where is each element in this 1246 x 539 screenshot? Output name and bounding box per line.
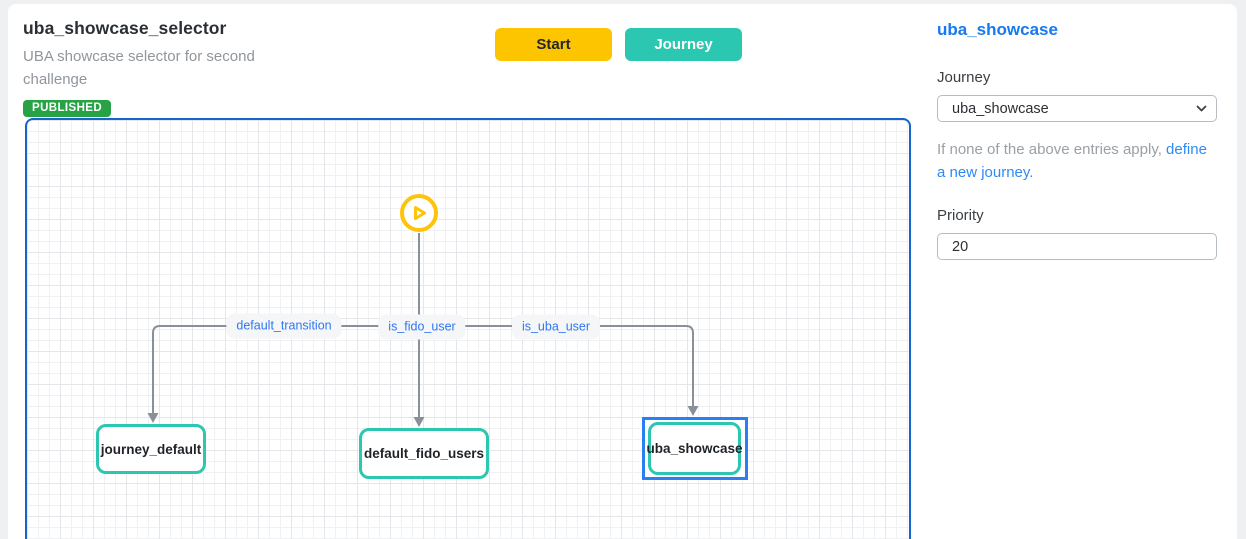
start-node[interactable]	[400, 194, 438, 232]
edge-label-is-uba-user[interactable]: is_uba_user	[511, 314, 601, 340]
flow-node-journey-default[interactable]: journey_default	[96, 424, 206, 474]
edge-line-left	[152, 325, 419, 414]
edge-line-right	[419, 325, 694, 407]
hint-text: If none of the above entries apply,	[937, 141, 1167, 158]
panel-title: uba_showcase	[937, 20, 1058, 39]
flow-node-uba-showcase[interactable]: uba_showcase	[646, 422, 743, 475]
page-description: UBA showcase selector for second challen…	[23, 48, 255, 89]
flow-canvas[interactable]: default_transition is_fido_user is_uba_u…	[25, 118, 911, 539]
arrowhead-left	[147, 413, 159, 423]
edge-label-is-fido-user[interactable]: is_fido_user	[378, 314, 466, 340]
header: uba_showcase_selector UBA showcase selec…	[23, 18, 293, 117]
journey-select-wrap: uba_showcase	[937, 95, 1217, 122]
priority-field-label: Priority	[937, 207, 984, 224]
journey-field-label: Journey	[937, 69, 991, 86]
selection-outline[interactable]: uba_showcase	[642, 417, 748, 480]
start-button[interactable]: Start	[495, 28, 612, 61]
journey-select[interactable]: uba_showcase	[937, 95, 1217, 122]
journey-button[interactable]: Journey	[625, 28, 742, 61]
flow-node-default-fido-users[interactable]: default_fido_users	[359, 428, 489, 479]
arrowhead-center	[413, 417, 425, 427]
journey-editor-card: uba_showcase_selector UBA showcase selec…	[8, 4, 1237, 539]
properties-panel: uba_showcase Journey uba_showcase If non…	[937, 4, 1219, 539]
status-badge: PUBLISHED	[23, 99, 112, 117]
define-new-journey-link[interactable]: define a new journey.	[937, 141, 1207, 182]
journey-hint: If none of the above entries apply, defi…	[937, 138, 1219, 185]
edge-label-default-transition[interactable]: default_transition	[226, 313, 342, 339]
play-icon	[414, 206, 426, 220]
priority-input[interactable]	[937, 233, 1217, 260]
arrowhead-right	[687, 406, 699, 416]
page-title: uba_showcase_selector	[23, 18, 227, 38]
